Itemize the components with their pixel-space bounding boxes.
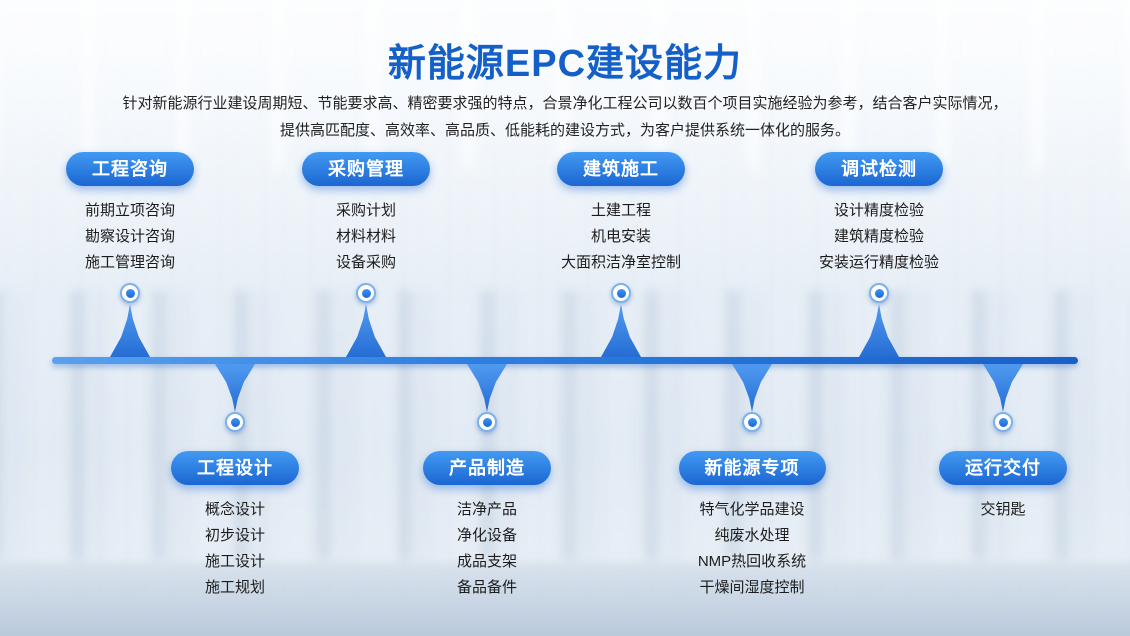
phase-pill-engineering-design: 工程设计 — [171, 451, 299, 485]
background-ceiling-lights — [0, 0, 1130, 170]
phase-item: 施工规划 — [204, 579, 265, 596]
timeline-column-procurement-management: 采购管理 采购计划 材料材料 设备采购 — [246, 152, 486, 276]
phase-item: 交钥匙 — [980, 501, 1026, 518]
timeline-node — [225, 412, 245, 432]
phase-item: 施工管理咨询 — [84, 254, 175, 271]
timeline-column-commissioning-testing: 调试检测 设计精度检验 建筑精度检验 安装运行精度检验 — [759, 152, 999, 276]
phase-item: NMP热回收系统 — [697, 553, 807, 570]
phase-item-list: 土建工程 机电安装 大面积洁净室控制 — [501, 198, 741, 276]
timeline-node — [120, 283, 140, 303]
phase-pill-new-energy-special: 新能源专项 — [678, 451, 826, 485]
phase-item: 土建工程 — [590, 202, 651, 219]
timeline-column-product-manufacturing: 产品制造 洁净产品 净化设备 成品支架 备品备件 — [367, 451, 607, 601]
timeline-column-engineering-design: 工程设计 概念设计 初步设计 施工设计 施工规划 — [115, 451, 355, 601]
timeline-column-new-energy-special: 新能源专项 特气化学品建设 纯废水处理 NMP热回收系统 干燥间湿度控制 — [632, 451, 872, 601]
timeline-node — [742, 412, 762, 432]
phase-item: 安装运行精度检验 — [818, 254, 939, 271]
phase-item-list: 交钥匙 — [883, 497, 1123, 523]
subtitle-line-1: 针对新能源行业建设周期短、节能要求高、精密要求强的特点，合景净化工程公司以数百个… — [122, 95, 1008, 112]
phase-item: 设备采购 — [335, 254, 396, 271]
phase-item: 采购计划 — [335, 202, 396, 219]
phase-item: 勘察设计咨询 — [84, 228, 175, 245]
phase-item-list: 采购计划 材料材料 设备采购 — [246, 198, 486, 276]
phase-pill-operation-delivery: 运行交付 — [939, 451, 1067, 485]
timeline-column-building-construction: 建筑施工 土建工程 机电安装 大面积洁净室控制 — [501, 152, 741, 276]
timeline-node — [993, 412, 1013, 432]
phase-item: 成品支架 — [456, 553, 517, 570]
phase-item-list: 特气化学品建设 纯废水处理 NMP热回收系统 干燥间湿度控制 — [632, 497, 872, 601]
timeline-node — [477, 412, 497, 432]
phase-item: 施工设计 — [204, 553, 265, 570]
phase-item: 初步设计 — [204, 527, 265, 544]
phase-item-list: 设计精度检验 建筑精度检验 安装运行精度检验 — [759, 198, 999, 276]
phase-item: 干燥间湿度控制 — [699, 579, 805, 596]
phase-item: 特气化学品建设 — [699, 501, 805, 518]
phase-item: 建筑精度检验 — [833, 228, 924, 245]
phase-pill-product-manufacturing: 产品制造 — [423, 451, 551, 485]
phase-pill-building-construction: 建筑施工 — [557, 152, 685, 186]
phase-item: 备品备件 — [456, 579, 517, 596]
phase-pill-procurement-management: 采购管理 — [302, 152, 430, 186]
timeline-node — [611, 283, 631, 303]
subtitle-line-2: 提供高匹配度、高效率、高品质、低能耗的建设方式，为客户提供系统一体化的服务。 — [279, 122, 850, 139]
phase-pill-engineering-consulting: 工程咨询 — [66, 152, 194, 186]
phase-item: 大面积洁净室控制 — [560, 254, 681, 271]
timeline-node — [869, 283, 889, 303]
timeline-bar — [52, 357, 1078, 364]
background-equipment-band — [0, 290, 1130, 560]
page-title: 新能源EPC建设能力 — [387, 43, 743, 85]
phase-item: 材料材料 — [335, 228, 396, 245]
phase-item: 概念设计 — [204, 501, 265, 518]
phase-item-list: 洁净产品 净化设备 成品支架 备品备件 — [367, 497, 607, 601]
phase-item: 纯废水处理 — [714, 527, 790, 544]
phase-item: 洁净产品 — [456, 501, 517, 518]
phase-item: 前期立项咨询 — [84, 202, 175, 219]
phase-item-list: 前期立项咨询 勘察设计咨询 施工管理咨询 — [10, 198, 250, 276]
background-floor — [0, 562, 1130, 636]
timeline-column-engineering-consulting: 工程咨询 前期立项咨询 勘察设计咨询 施工管理咨询 — [10, 152, 250, 276]
phase-item: 机电安装 — [590, 228, 651, 245]
phase-item-list: 概念设计 初步设计 施工设计 施工规划 — [115, 497, 355, 601]
phase-item: 设计精度检验 — [833, 202, 924, 219]
timeline-node — [356, 283, 376, 303]
timeline-column-operation-delivery: 运行交付 交钥匙 — [883, 451, 1123, 523]
phase-item: 净化设备 — [456, 527, 517, 544]
phase-pill-commissioning-testing: 调试检测 — [815, 152, 943, 186]
